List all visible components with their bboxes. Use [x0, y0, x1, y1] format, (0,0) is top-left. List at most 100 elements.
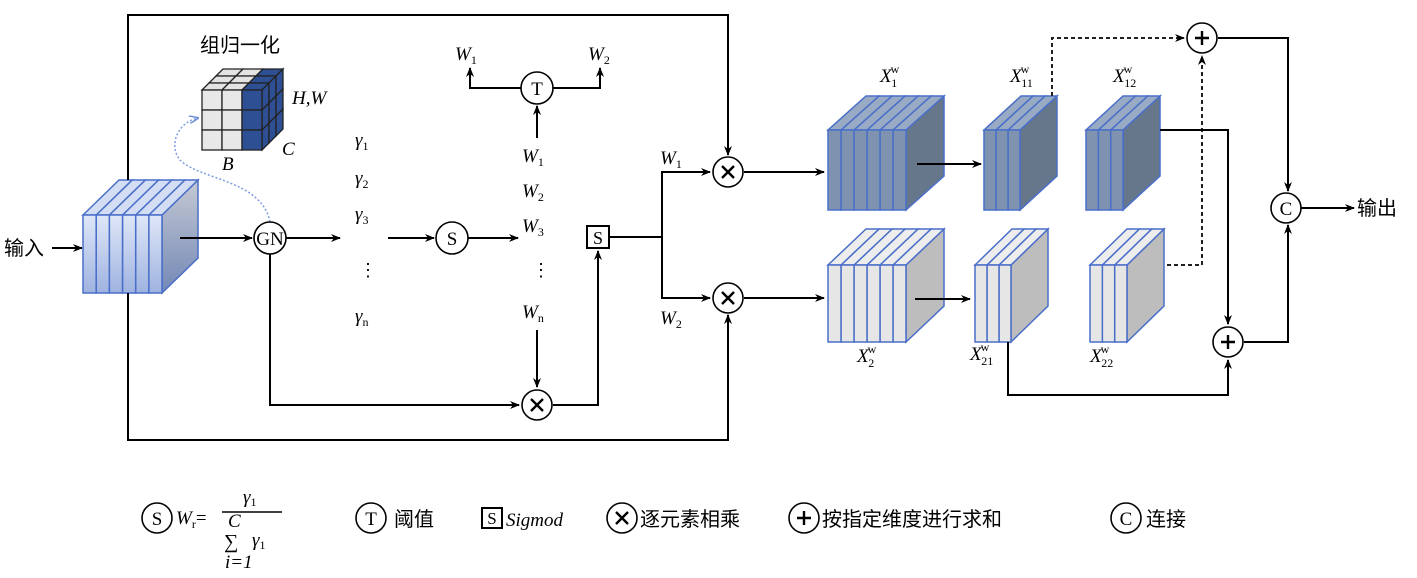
svg-text:γ2: γ2 [355, 168, 369, 191]
slab [827, 264, 842, 343]
branch-w2-label: W2 [660, 308, 682, 331]
svg-text:W2: W2 [522, 181, 544, 204]
slab [1113, 264, 1128, 343]
x22-to-add-dashed [1167, 55, 1206, 266]
legend-concat-label: 连接 [1146, 507, 1186, 531]
group-norm-cube-icon [200, 67, 285, 152]
legend-s-icon [141, 502, 173, 534]
add-node-bottom [1212, 326, 1244, 358]
slab [1085, 129, 1100, 211]
x12-block [1084, 94, 1162, 212]
slab [1101, 264, 1116, 343]
slab [866, 264, 881, 343]
slab [840, 129, 855, 211]
legend: S Wr= γ1 C ∑ γ1 i=1 T 阈值 S Sigmod 逐元素相乘 … [141, 487, 1186, 573]
svg-text:γ1: γ1 [355, 130, 369, 153]
slab [995, 129, 1009, 211]
slab [1109, 129, 1124, 211]
svg-text:T: T [365, 509, 377, 530]
gamma-column: γ1 γ2 γ3 ⋮ γn [355, 130, 377, 329]
add-top-to-concat [1218, 37, 1292, 192]
cube-c-label: C [282, 139, 295, 160]
slab [840, 264, 855, 343]
legend-sigmoid-label: Sigmod [506, 510, 564, 531]
multiply-node-gn [521, 389, 553, 421]
svg-text:i=1: i=1 [225, 552, 253, 573]
slab [1007, 129, 1021, 211]
input-block [81, 178, 200, 295]
legend-mul-label: 逐元素相乘 [640, 507, 740, 531]
svg-text:S: S [152, 509, 163, 530]
x21-block [973, 227, 1050, 344]
cube-b-label: B [222, 154, 234, 175]
slab [986, 264, 1000, 343]
slab [983, 129, 997, 211]
slab [82, 214, 97, 294]
slab [853, 129, 868, 211]
svg-text:γn: γn [355, 306, 369, 329]
x11-to-add-dashed [1051, 34, 1185, 96]
multiply-node-w2 [712, 282, 744, 314]
slab [148, 214, 163, 294]
slab [974, 264, 988, 343]
slab [1089, 264, 1104, 343]
slab [998, 264, 1012, 343]
gn-label: GN [256, 229, 284, 250]
add-bottom-to-concat [1244, 224, 1292, 343]
x2-block [826, 227, 946, 344]
multiply-icon [530, 398, 544, 412]
svg-text:γ1: γ1 [243, 487, 257, 509]
svg-text:Wn: Wn [522, 302, 544, 325]
legend-add-label: 按指定维度进行求和 [822, 507, 1002, 531]
slab [121, 214, 137, 294]
plus-icon [797, 511, 811, 525]
svg-text:⋮: ⋮ [359, 260, 377, 280]
branch-w1-label: W1 [660, 148, 682, 171]
legend-concat-icon [1110, 502, 1142, 534]
output-label: 输出 [1357, 196, 1397, 220]
add-node-top [1186, 22, 1218, 54]
x11-block [982, 94, 1059, 212]
input-label: 输入 [4, 236, 44, 260]
legend-add-icon [788, 502, 820, 534]
plus-icon [1195, 31, 1209, 45]
concat-label: C [1280, 199, 1293, 220]
slab [827, 129, 842, 211]
slab [95, 214, 111, 294]
x21-to-add-line [1007, 342, 1232, 396]
slab [892, 129, 907, 211]
cube-hw-label: H,W [291, 88, 328, 109]
plus-icon [1221, 335, 1235, 349]
legend-sigmoid-icon [481, 507, 503, 529]
svg-text:∑: ∑ [224, 531, 238, 553]
top-skip-line [127, 14, 732, 180]
slab [866, 129, 881, 211]
gn-dotted-link [174, 118, 271, 223]
t-out-w2: W2 [588, 44, 610, 67]
svg-text:S: S [487, 509, 496, 528]
slab [879, 129, 894, 211]
group-norm-label: 组归一化 [200, 33, 280, 57]
legend-t-label: 阈值 [394, 507, 434, 531]
slab [892, 264, 907, 343]
slab [1097, 129, 1112, 211]
sigmoid-label: S [593, 228, 603, 248]
gn-to-mul-arrow [269, 254, 520, 409]
legend-t-icon [355, 502, 387, 534]
multiply-icon [721, 165, 735, 179]
x1-block [826, 94, 946, 212]
input-feature-block [81, 178, 200, 295]
branch-w2-arrow [661, 237, 711, 302]
mul-to-sigmoid-arrow [553, 250, 602, 406]
t-left-arrow [466, 67, 521, 89]
legend-s-formula: Wr= [176, 508, 207, 531]
svg-text:W1: W1 [522, 146, 544, 169]
svg-text:γ3: γ3 [355, 204, 369, 227]
weight-column: W1 W2 W3 ⋮ Wn [522, 146, 550, 325]
s-label: S [447, 229, 458, 250]
